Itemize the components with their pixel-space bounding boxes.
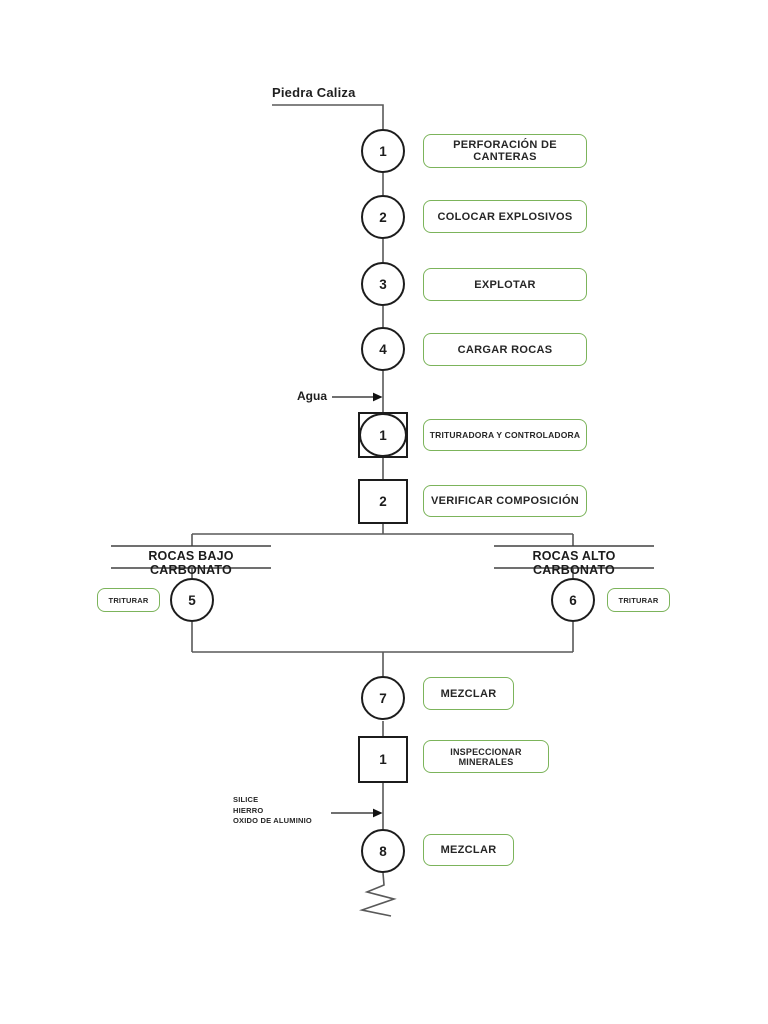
branch-left-title: ROCAS BAJO CARBONATO: [148, 549, 234, 577]
minerals-input-labels: SILICE HIERRO OXIDO DE ALUMINIO: [233, 795, 312, 827]
source-label: Piedra Caliza: [272, 85, 356, 100]
branch-title-rules: [111, 545, 654, 569]
break-symbol: [358, 872, 397, 917]
inspection-node-2: 2: [358, 479, 408, 524]
operation-node-3: 3: [361, 262, 405, 306]
step-label: MEZCLAR: [440, 687, 497, 700]
step-label: TRITURAR: [108, 595, 149, 605]
step-label: EXPLOTAR: [474, 278, 536, 291]
step-label-box: MEZCLAR: [423, 834, 514, 866]
node-number: 2: [379, 209, 387, 225]
step-label-box: MEZCLAR: [423, 677, 514, 710]
minerals-arrow: [331, 808, 383, 818]
operation-node-1: 1: [361, 129, 405, 173]
node-number: 1: [379, 427, 387, 443]
step-label-box: TRITURADORA Y CONTROLADORA: [423, 419, 587, 451]
step-label: PERFORACIÓN DE CANTERAS: [453, 139, 557, 163]
step-label: TRITURADORA Y CONTROLADORA: [429, 430, 581, 440]
step-label-box: PERFORACIÓN DE CANTERAS: [423, 134, 587, 168]
step-label: MEZCLAR: [440, 844, 497, 856]
step-label-box: CARGAR ROCAS: [423, 333, 587, 366]
node-number: 3: [379, 276, 387, 292]
node-number: 7: [379, 690, 387, 706]
node-number: 2: [379, 494, 387, 509]
node-number: 4: [379, 341, 387, 357]
operation-node-5: 5: [170, 578, 214, 622]
main-flow-lines: [191, 104, 574, 829]
combined-operation-inspection-node: 1: [358, 412, 408, 458]
branch-right-title: ROCAS ALTO CARBONATO: [532, 549, 616, 577]
step-label-box: INSPECCIONAR MINERALES: [423, 740, 549, 773]
branch-right-label-box: TRITURAR: [607, 588, 670, 612]
step-label: VERIFICAR COMPOSICIÓN: [430, 495, 580, 507]
step-label: COLOCAR EXPLOSIVOS: [437, 210, 573, 223]
step-label-box: COLOCAR EXPLOSIVOS: [423, 200, 587, 233]
node-number: 1: [379, 143, 387, 159]
node-number: 8: [379, 843, 387, 859]
step-label-box: VERIFICAR COMPOSICIÓN: [423, 485, 587, 517]
operation-node-8: 8: [361, 829, 405, 873]
inscribed-circle: [359, 413, 407, 457]
step-label-box: EXPLOTAR: [423, 268, 587, 301]
agua-input-label: Agua: [297, 389, 327, 403]
operation-node-2: 2: [361, 195, 405, 239]
operation-node-4: 4: [361, 327, 405, 371]
agua-arrow: [332, 392, 383, 402]
operation-node-7: 7: [361, 676, 405, 720]
step-label: CARGAR ROCAS: [457, 343, 553, 356]
mineral-label: SILICE: [233, 795, 259, 804]
node-number: 5: [188, 592, 196, 608]
inspection-node-1: 1: [358, 736, 408, 783]
branch-left-label-box: TRITURAR: [97, 588, 160, 612]
mineral-label: HIERRO: [233, 805, 264, 815]
operation-node-6: 6: [551, 578, 595, 622]
step-label: TRITURAR: [618, 595, 659, 605]
node-number: 1: [379, 752, 387, 767]
mineral-label: OXIDO DE ALUMINIO: [233, 816, 312, 825]
node-number: 6: [569, 592, 577, 608]
step-label: INSPECCIONAR MINERALES: [450, 746, 522, 767]
